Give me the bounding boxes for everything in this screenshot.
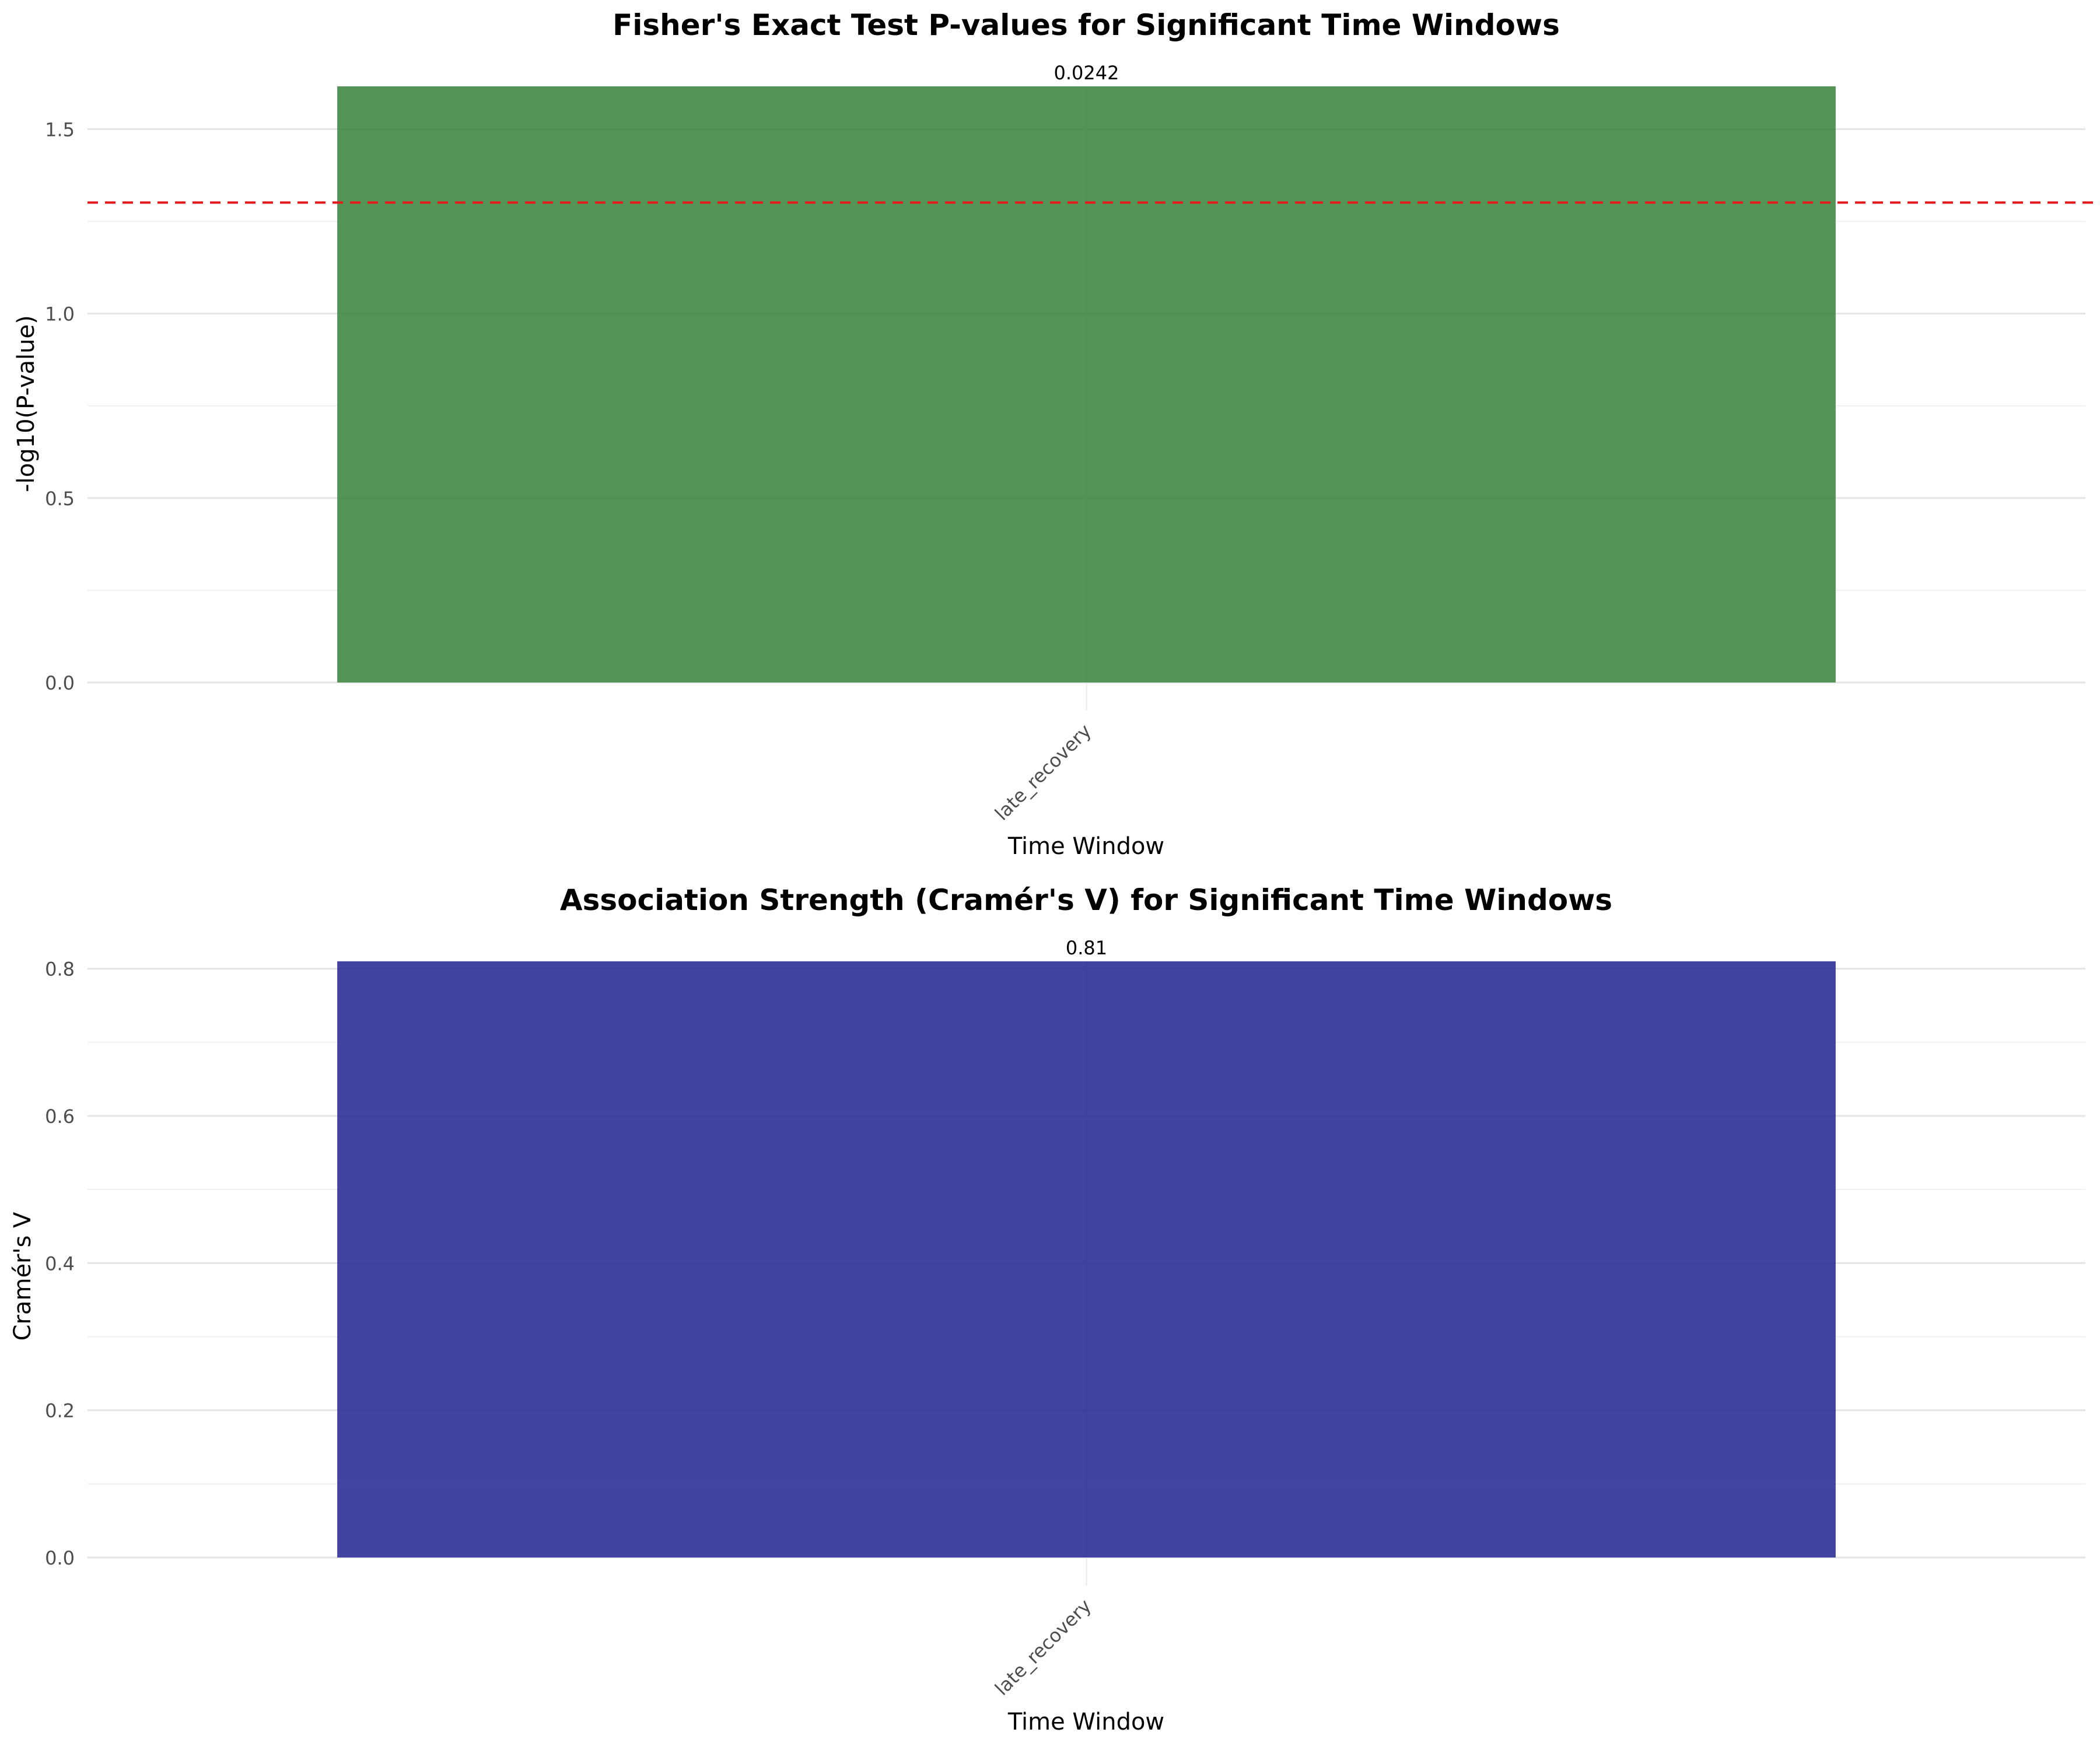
y-tick-label: 0.8 bbox=[45, 958, 75, 981]
chart-panel-cramers-v: 0.81 0.0 0.2 0.4 0.6 0.8 late_recovery Associ… bbox=[9, 883, 2085, 1735]
y-tick-label: 1.5 bbox=[45, 118, 75, 141]
chart-title: Fisher's Exact Test P-values for Signifi… bbox=[612, 8, 1560, 42]
y-tick-label: 0.5 bbox=[45, 488, 75, 510]
bar-late_recovery bbox=[337, 86, 1836, 682]
y-axis-label: -log10(P-value) bbox=[13, 315, 40, 492]
y-tick-label: 0.6 bbox=[45, 1105, 75, 1128]
bar-late_recovery bbox=[337, 961, 1836, 1558]
x-tick-label: late_recovery bbox=[991, 1595, 1096, 1700]
x-axis-label: Time Window bbox=[1007, 833, 1164, 860]
bar-value-label: 0.81 bbox=[1066, 937, 1107, 959]
chart-panel-pvalues: 0.0242 0.0 0.5 1.0 1.5 late_recovery Fisher'… bbox=[13, 8, 2100, 860]
bar-value-label: 0.0242 bbox=[1054, 62, 1119, 84]
y-tick-label: 0.0 bbox=[45, 1547, 75, 1569]
chart-title: Association Strength (Cramér's V) for Si… bbox=[560, 883, 1612, 917]
y-tick-label: 0.0 bbox=[45, 672, 75, 694]
y-axis-label: Cramér's V bbox=[9, 1212, 36, 1340]
x-axis-label: Time Window bbox=[1007, 1709, 1164, 1735]
y-tick-label: 1.0 bbox=[45, 303, 75, 326]
x-tick-label: late_recovery bbox=[991, 720, 1096, 825]
y-tick-label: 0.4 bbox=[45, 1252, 75, 1275]
y-tick-label: 0.2 bbox=[45, 1400, 75, 1422]
